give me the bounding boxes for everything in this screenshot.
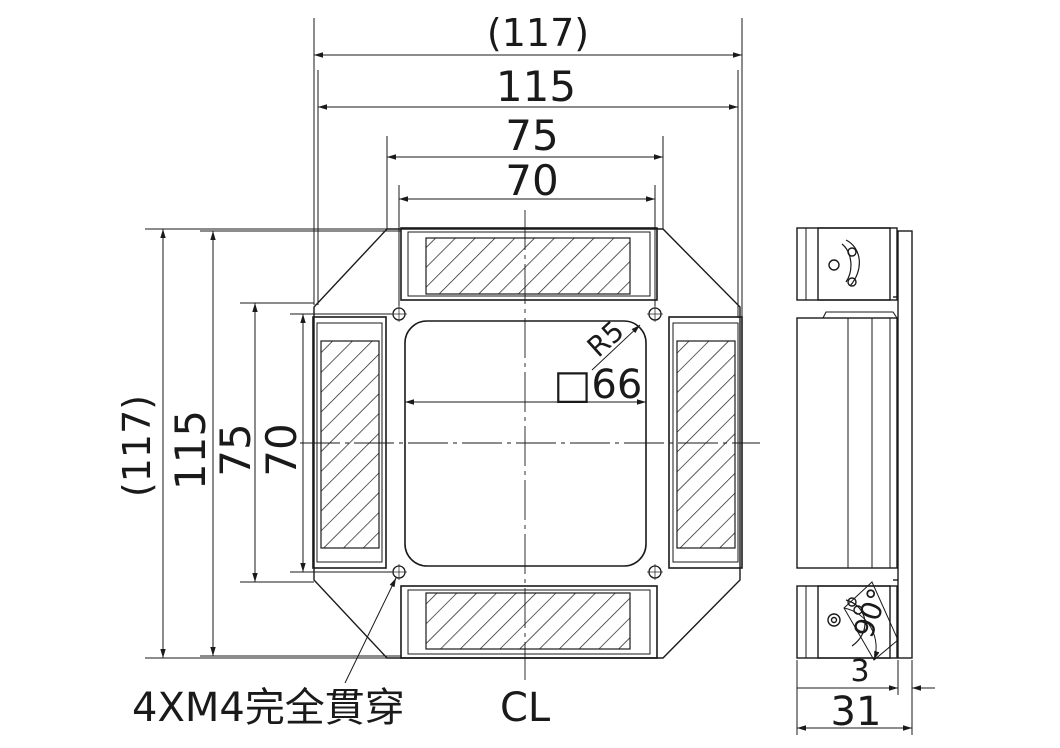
base-plate-outline — [313, 228, 741, 659]
dim-inner-horizontal: 70 — [505, 156, 558, 205]
left-block — [312, 316, 387, 569]
vertical-dimensions — [145, 228, 401, 659]
dim-outer-ref-vertical: (117) — [115, 395, 159, 497]
center-lines — [300, 210, 760, 680]
centerline-label: CL — [500, 685, 551, 731]
dim-depth: 31 — [831, 689, 882, 735]
dim-offset: 3 — [850, 654, 869, 689]
bottom-block — [400, 585, 658, 659]
hole-note: 4XM4完全貫穿 — [132, 685, 405, 731]
center-square-opening — [404, 320, 647, 567]
dim-square-66: □66 — [554, 362, 643, 408]
horizontal-dimensions — [313, 18, 743, 405]
side-view — [796, 227, 913, 661]
front-view — [300, 210, 760, 680]
dim-mid-horizontal: 75 — [505, 111, 558, 160]
dim-outer-horizontal: 115 — [496, 62, 576, 111]
radius-leader — [591, 324, 641, 371]
dim-mid-vertical: 75 — [211, 423, 260, 476]
hole-note-leader — [344, 577, 397, 684]
side-view-dimensions — [796, 660, 935, 735]
dim-angle: 90° — [847, 584, 895, 642]
right-block — [668, 316, 743, 569]
top-block — [400, 227, 658, 301]
dim-outer-vertical: 115 — [166, 410, 215, 490]
dim-outer-ref-horizontal: (117) — [487, 11, 589, 55]
mounting-holes — [391, 306, 663, 580]
dim-inner-vertical: 70 — [257, 423, 306, 476]
